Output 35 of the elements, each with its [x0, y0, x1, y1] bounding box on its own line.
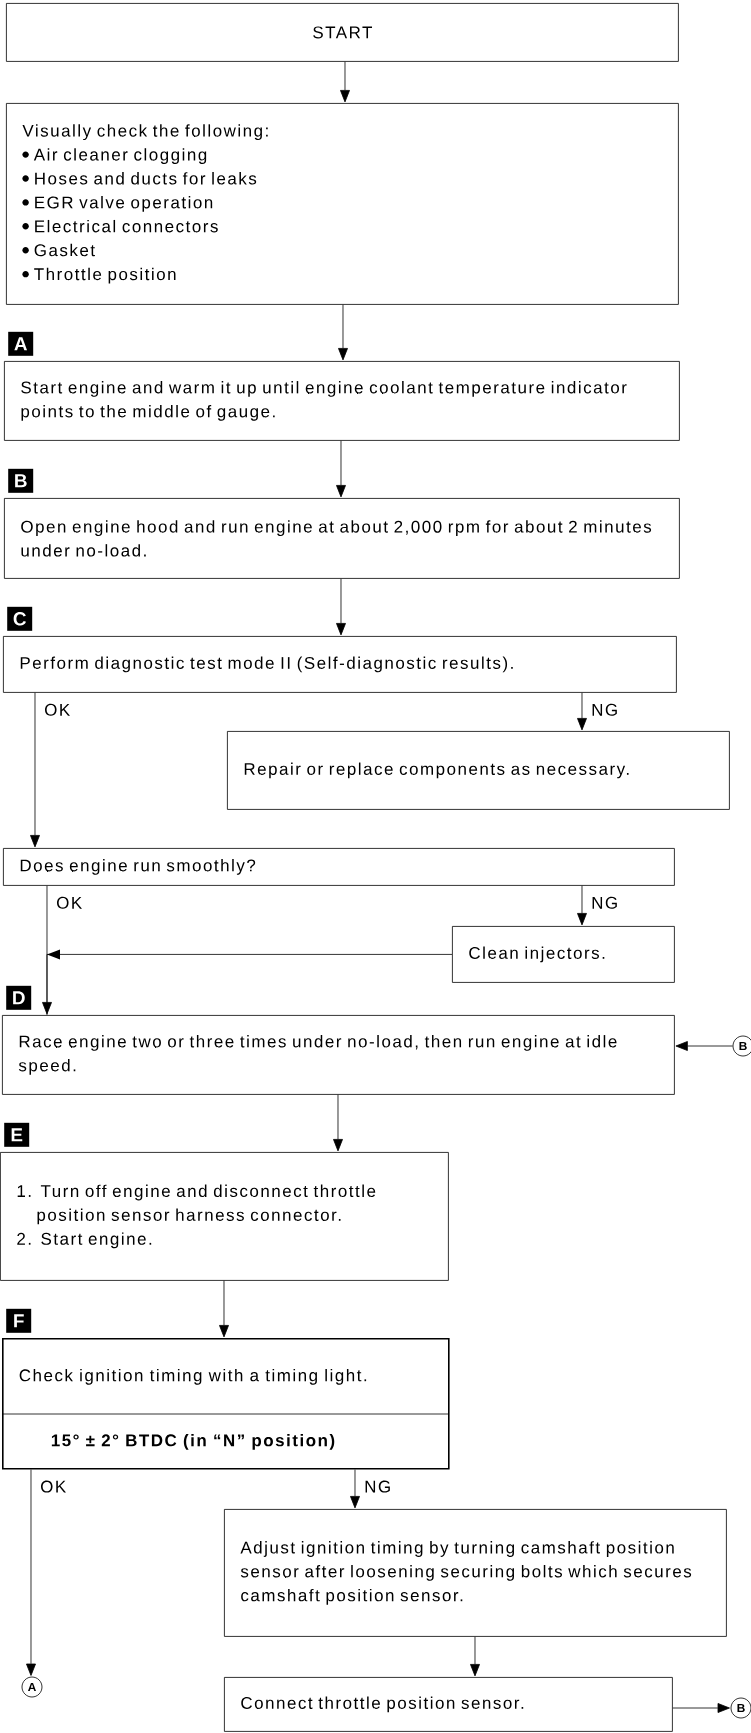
edge-label: NG — [363, 1479, 393, 1494]
edge-label: NG — [590, 895, 620, 910]
process-box: 1. Turn off engine and disconnect throttle position sensor harness connector. 2. Start engine. — [0, 1152, 449, 1281]
process-box: Repair or replace components as necessary. — [227, 731, 730, 810]
edge-label: OK — [55, 895, 84, 910]
process-box: Perform diagnostic test mode II (Self-diagnostic results). — [3, 636, 677, 693]
arrow — [470, 1636, 480, 1677]
arrow — [336, 440, 346, 498]
arrow — [46, 949, 453, 1016]
arrow — [577, 692, 587, 731]
start-box: START — [6, 3, 679, 62]
arrow — [42, 885, 52, 1015]
arrow — [672, 1703, 730, 1713]
edge-label: OK — [39, 1479, 68, 1494]
arrow — [350, 1469, 360, 1509]
arrow — [30, 692, 40, 848]
process-box: Open engine hood and run engine at about 2,000 rpm for about 2 minutes under no-load. — [4, 498, 680, 579]
arrow — [675, 1041, 733, 1051]
arrow — [340, 61, 350, 103]
arrow — [26, 1469, 36, 1676]
arrow — [338, 304, 348, 361]
process-box: Adjust ignition timing by turning camshaft position sensor after loosening securing bolts which secures camshaft position sensor. — [224, 1509, 727, 1637]
edge-label: OK — [43, 702, 72, 717]
edge-label: NG — [590, 702, 620, 717]
process-box: Connect throttle position sensor. — [224, 1677, 673, 1732]
process-box: Race engine two or three times under no-load, then run engine at idle speed. — [2, 1015, 675, 1095]
process-box: Start engine and warm it up until engine coolant temperature indicator points to the middle of gauge. — [4, 361, 680, 441]
arrow — [577, 885, 587, 926]
process-box: Visually check the following: Air cleaner clogging Hoses and ducts for leaks EGR valve operation Electrical connectors Gasket Throttle position — [6, 103, 679, 305]
process-box: Does engine run smoothly? — [3, 848, 675, 886]
arrow — [219, 1280, 229, 1338]
arrow — [336, 578, 346, 636]
process-box: Clean injectors. — [452, 926, 675, 983]
arrow — [333, 1094, 343, 1152]
check-box: Check ignition timing with a timing light. 15° ± 2° BTDC (in “N” position) — [2, 1338, 450, 1470]
